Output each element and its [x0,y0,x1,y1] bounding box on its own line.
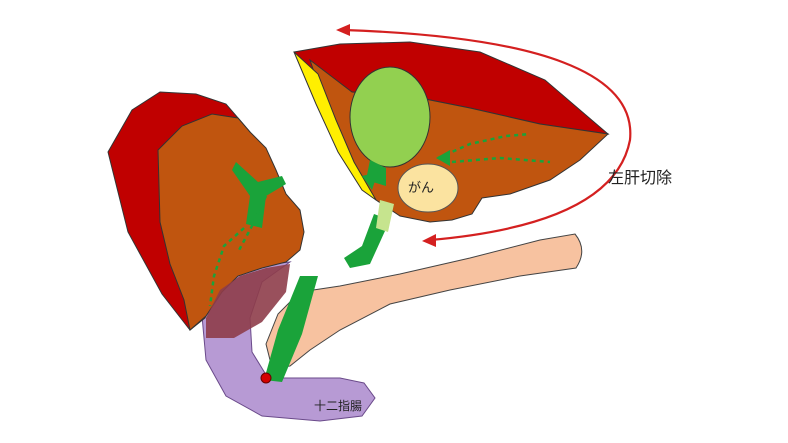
rotation-arrowhead-start [336,24,350,36]
papilla-dot [260,372,272,384]
liver-duodenum-overlap [206,264,290,338]
common-bile-duct [264,276,318,382]
resected-duct-light [376,200,394,232]
remaining-liver-lobe [157,113,305,331]
remaining-bile-duct [232,162,286,228]
duct-arrowhead [436,150,450,166]
rotation-arrowhead-end [422,234,436,247]
resected-intrahepatic-duct [451,156,551,164]
tumor [397,163,459,213]
gallbladder [349,66,431,168]
intrahepatic-duct-dotted [236,195,268,253]
resection-margin [293,51,377,201]
tumor-label: がん [408,181,434,196]
bile-duct-arrowhead [362,172,378,190]
procedure-label: 左肝切除 [608,168,672,187]
rotation-arrow [343,28,632,242]
duodenum-label: 十二指腸 [314,398,362,413]
pancreas [265,233,583,369]
resected-intrahepatic-duct [437,132,531,160]
intrahepatic-duct-dotted [208,227,245,307]
